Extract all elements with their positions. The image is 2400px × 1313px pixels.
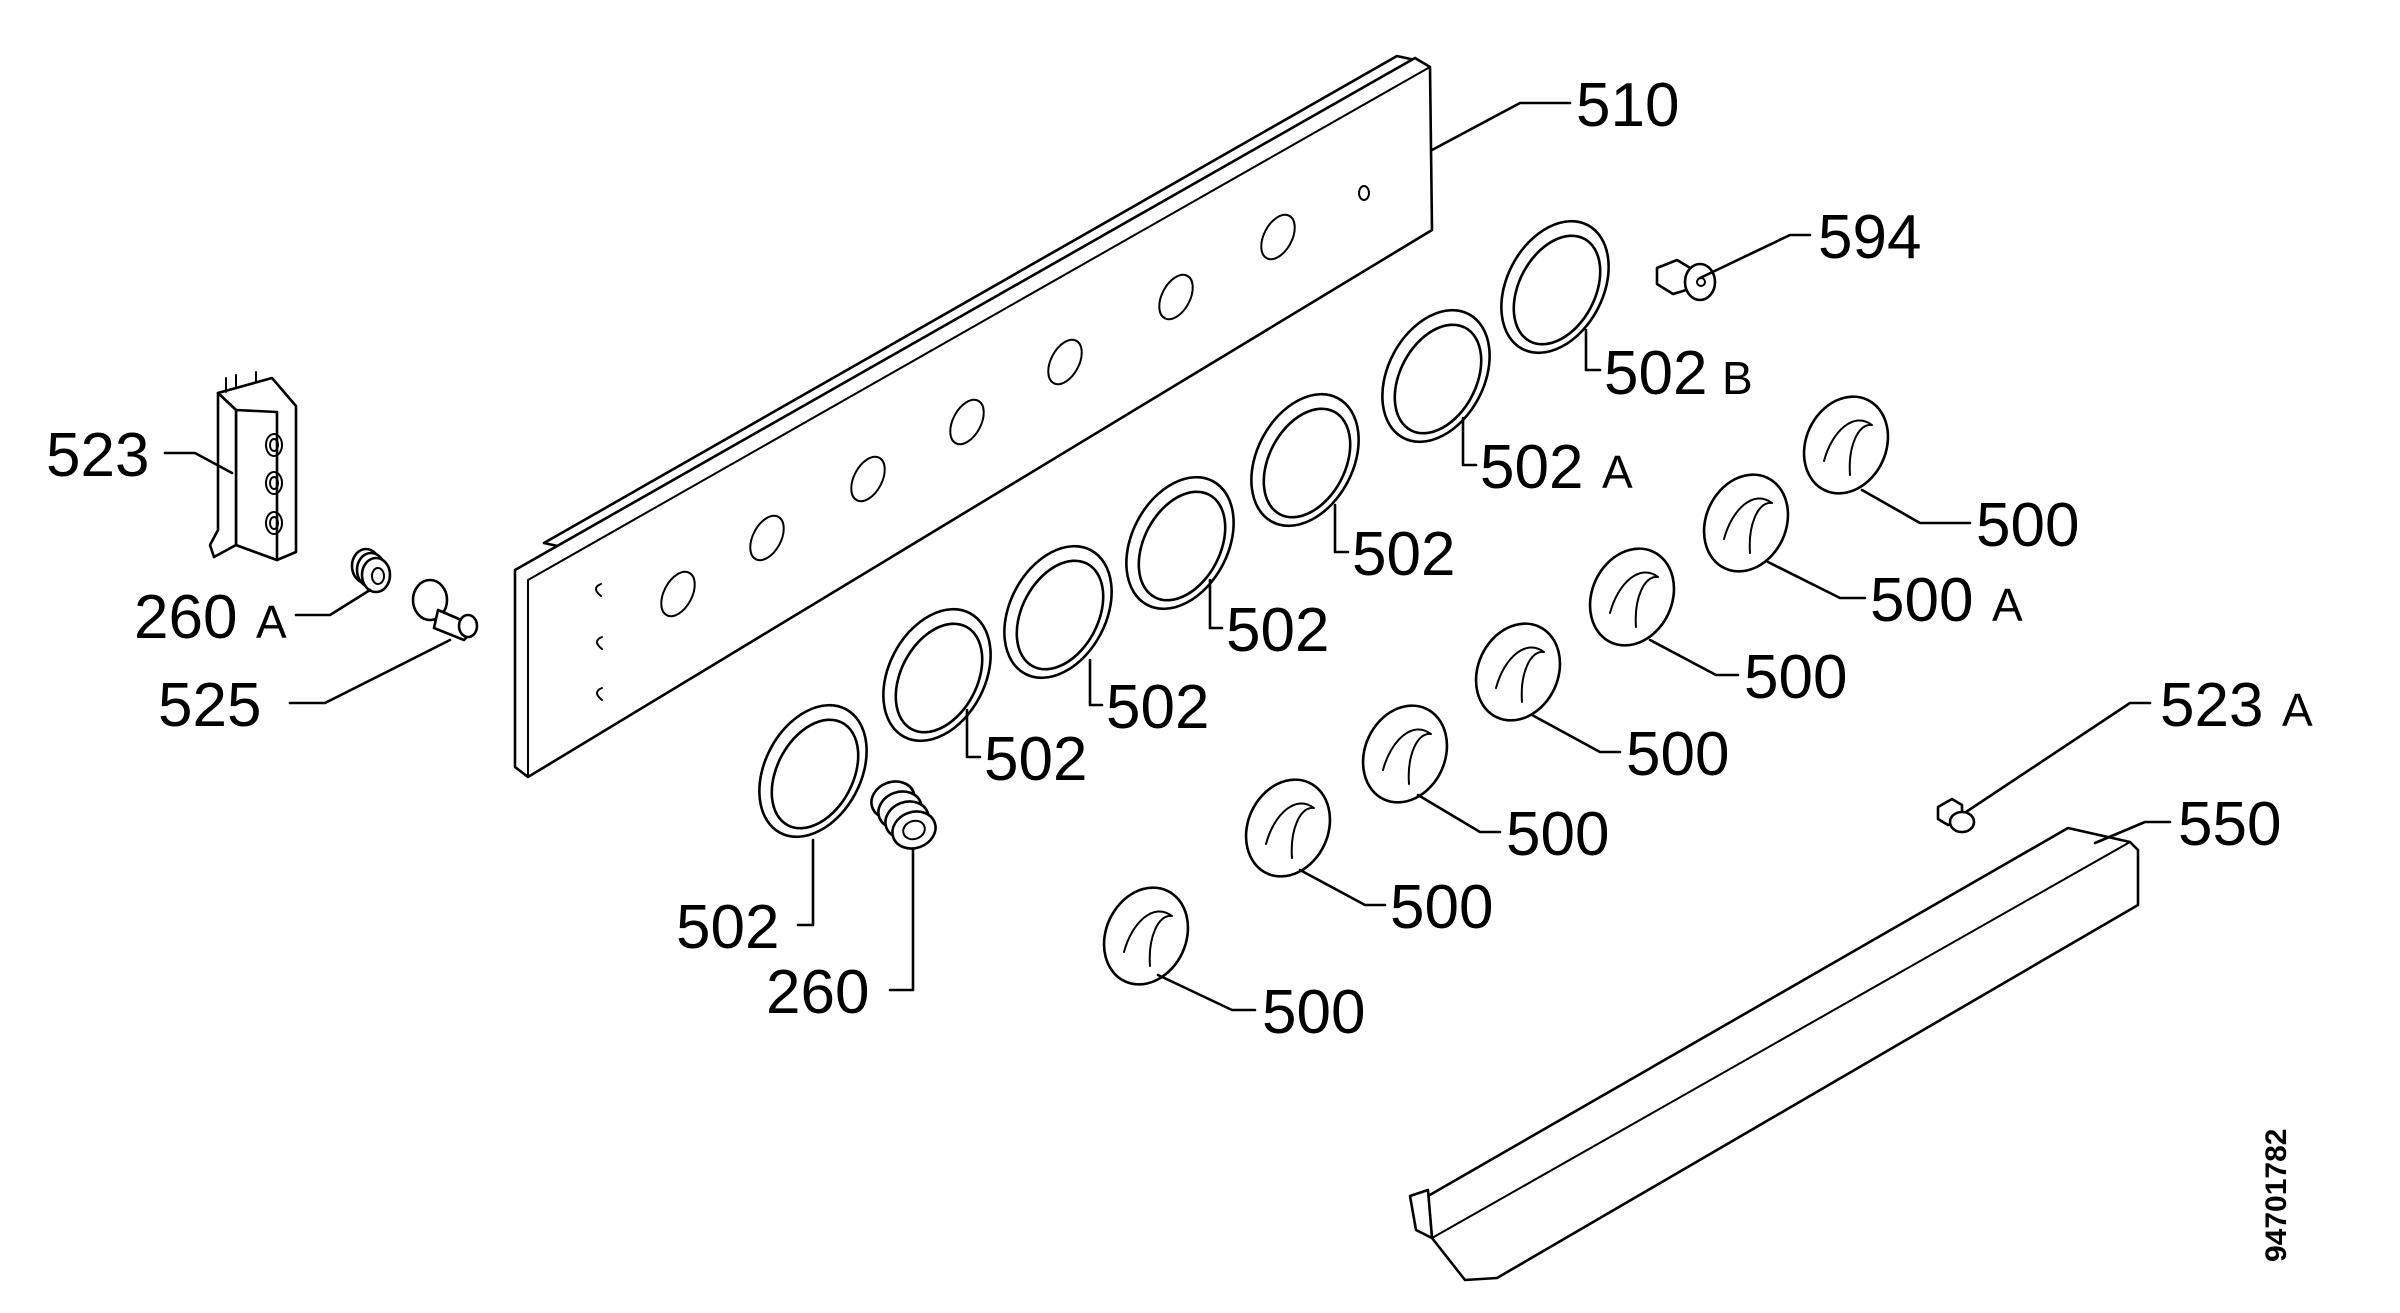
label-500a-suffix: A (1992, 579, 2023, 631)
screw-523a (1936, 797, 1976, 834)
knob-500-5 (1588, 547, 1676, 647)
spring-260a (350, 547, 392, 594)
bezel-ring-502-5 (1250, 392, 1360, 528)
label-260: 260 (766, 958, 869, 1027)
label-502-4: 502 (1226, 596, 1329, 665)
label-502-3: 502 (1106, 673, 1209, 742)
label-502b: 502 (1604, 339, 1707, 408)
label-594: 594 (1818, 203, 1921, 272)
label-502a-suffix: A (1602, 446, 1633, 498)
label-510: 510 (1576, 71, 1679, 140)
bezel-ring-502-2 (882, 607, 992, 743)
label-502-2: 502 (984, 725, 1087, 794)
knob-500a (1702, 473, 1790, 573)
knob-500-2 (1244, 778, 1332, 878)
label-500-6: 500 (1976, 491, 2079, 560)
label-502-1: 502 (676, 893, 779, 962)
bezel-ring-502-4 (1125, 475, 1235, 611)
label-523: 523 (46, 421, 149, 490)
label-500-4: 500 (1626, 720, 1729, 789)
label-502-5: 502 (1352, 520, 1455, 589)
pin-525 (411, 578, 479, 642)
bezel-ring-502-1 (758, 703, 868, 839)
spring-260 (870, 780, 937, 850)
bezel-ring-502a (1381, 308, 1491, 444)
label-523a-suffix: A (2282, 684, 2313, 736)
label-523a: 523 (2160, 671, 2263, 740)
trim-strip-550 (1408, 826, 2140, 1282)
control-panel-510 (513, 54, 1434, 779)
label-500-1: 500 (1262, 978, 1365, 1047)
label-550: 550 (2178, 790, 2281, 859)
knob-500-6 (1802, 395, 1890, 495)
label-500-2: 500 (1390, 873, 1493, 942)
leader-lines (163, 101, 2172, 1012)
knob-500-1 (1102, 886, 1190, 986)
knob-500-4 (1474, 622, 1562, 722)
label-260a-suffix: A (256, 596, 287, 648)
label-502b-suffix: B (1722, 352, 1753, 404)
label-500-5: 500 (1744, 643, 1847, 712)
screw-594 (1655, 258, 1717, 302)
bracket-523 (208, 371, 298, 562)
knob-500-3 (1361, 704, 1449, 804)
label-502a: 502 (1480, 433, 1583, 502)
label-260a: 260 (134, 583, 237, 652)
label-525: 525 (158, 671, 261, 740)
document-number: 94701782 (2260, 1129, 2293, 1262)
bezel-ring-502-3 (1003, 544, 1113, 680)
bezel-ring-502b (1500, 219, 1610, 355)
label-500a: 500 (1870, 566, 1973, 635)
label-500-3: 500 (1506, 800, 1609, 869)
